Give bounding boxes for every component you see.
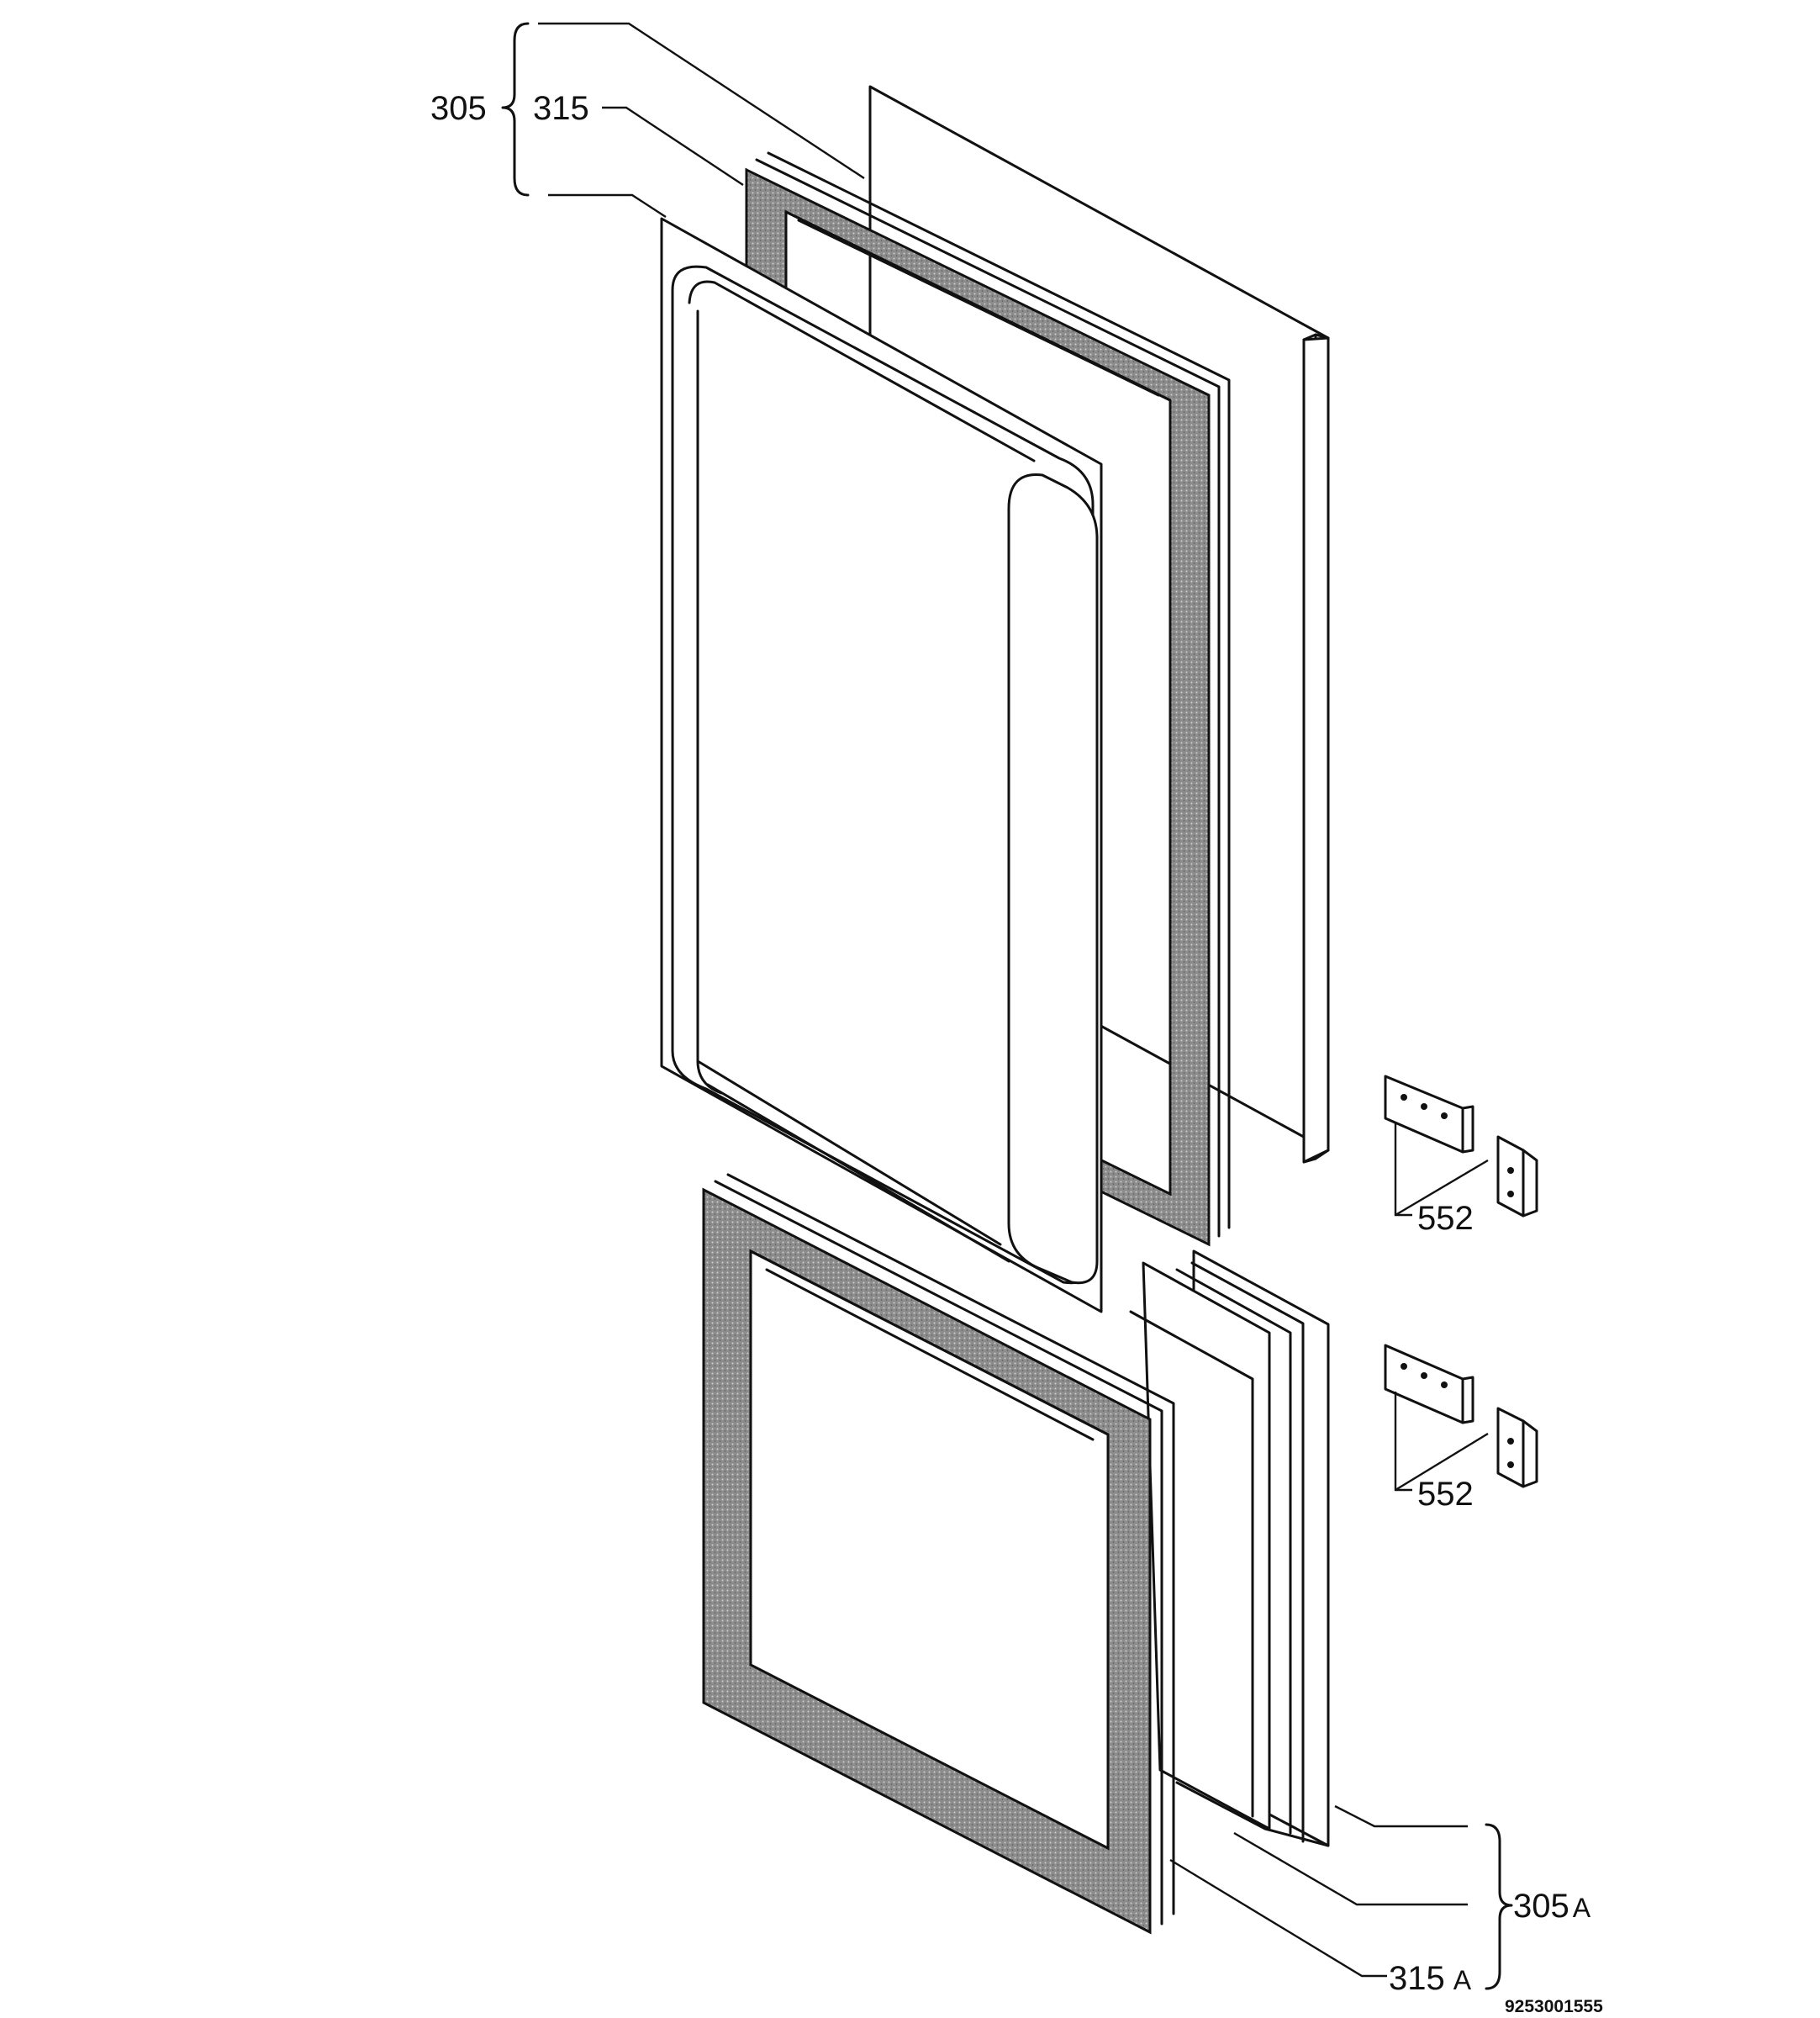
document-number: 9253001555 [1505, 1997, 1603, 2016]
callout-315: 315 [533, 90, 589, 127]
hinge-bracket-lower [1384, 1344, 1538, 1488]
callout-305: 305 [430, 90, 487, 127]
brace-upper-assembly [501, 22, 530, 197]
hinge-bracket-upper [1384, 1075, 1538, 1218]
callout-552-lower: 552 [1417, 1476, 1474, 1513]
callout-552-upper: 552 [1417, 1200, 1474, 1237]
upper-door-inner-liner [660, 217, 1103, 1313]
brace-lower-assembly [1485, 1823, 1513, 1990]
lower-outer-door-panel [1129, 1249, 1330, 1847]
lower-door-gasket [702, 1173, 1175, 1935]
